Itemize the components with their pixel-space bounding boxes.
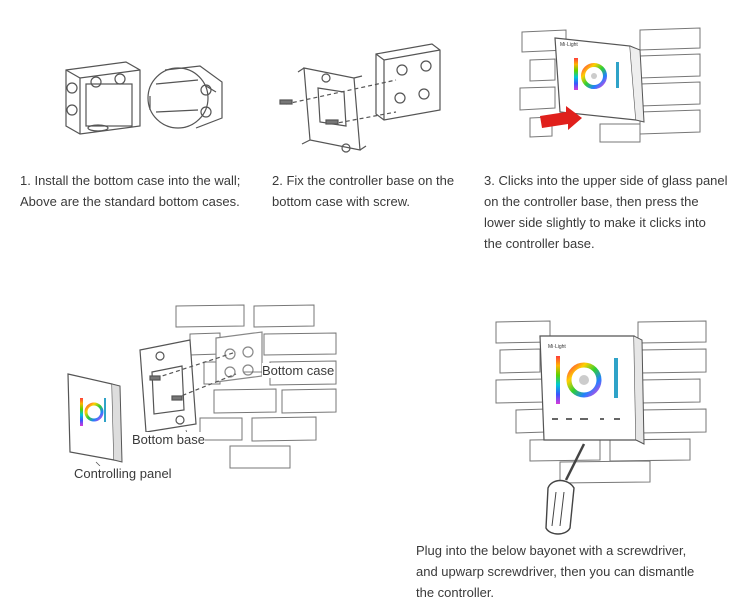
bottom-base-label: Bottom base [132, 432, 205, 447]
step5-caption: Plug into the below bayonet with a screw… [416, 543, 695, 600]
step2-bottom-case [375, 43, 441, 121]
logo-text-step3: Mi·Light [560, 42, 578, 48]
red-arrow [540, 106, 582, 130]
controlling-panel-label: Controlling panel [74, 466, 172, 481]
logo-text-step5: Mi·Light [548, 344, 566, 350]
step4-bottom-case [215, 331, 263, 383]
step4-screws [149, 351, 237, 401]
bottom-case-label: Bottom case [262, 363, 335, 378]
step3-caption: 3. Clicks into the upper side of glass p… [484, 173, 728, 251]
step5-panel: Mi·Light [539, 335, 645, 445]
step3-glass-panel: Mi·Light [554, 37, 645, 123]
step1-caption: 1. Install the bottom case into the wall… [20, 173, 241, 209]
square-bottom-case [65, 61, 141, 135]
controller-base-plate [297, 67, 367, 153]
step4-controlling-panel [67, 373, 123, 463]
screw-lines [279, 79, 397, 125]
step2-caption: 2. Fix the controller base on the bottom… [272, 173, 455, 209]
round-bottom-case [147, 65, 223, 129]
screwdriver-icon [545, 443, 586, 535]
step4-controller-base [139, 339, 197, 433]
